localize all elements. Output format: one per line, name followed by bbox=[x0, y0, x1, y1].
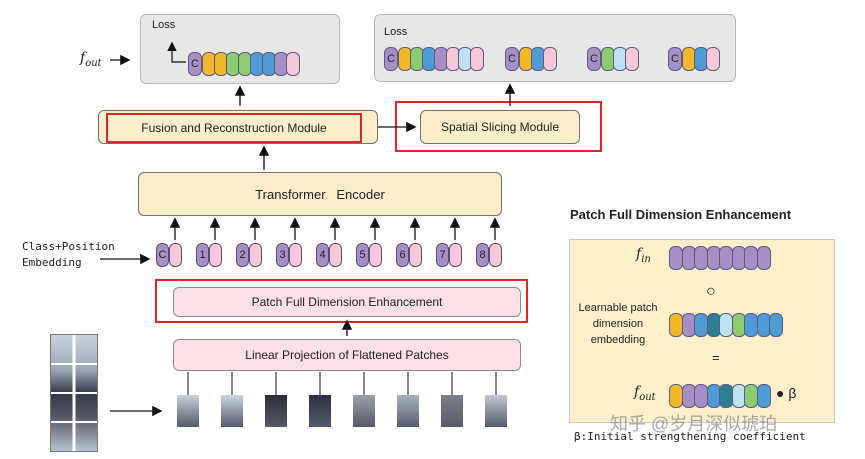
f-in-label: fin bbox=[636, 246, 651, 265]
image-patch bbox=[309, 395, 331, 427]
token-embedding bbox=[449, 243, 462, 267]
token-8: 8 bbox=[476, 243, 489, 267]
token-c: C bbox=[188, 52, 202, 76]
embedding-token bbox=[769, 313, 783, 337]
token-c: C bbox=[384, 47, 398, 71]
token-embedding bbox=[289, 243, 302, 267]
pedestrian-image-grid bbox=[50, 334, 98, 452]
loss-token bbox=[470, 47, 484, 71]
equals-sign: = bbox=[712, 350, 720, 365]
token-c: C bbox=[505, 47, 519, 71]
left-loss-label: Loss bbox=[152, 19, 176, 31]
image-patch bbox=[485, 395, 507, 427]
spatial-slicing-module: Spatial Slicing Module bbox=[420, 110, 580, 144]
f-out-left-label: fout bbox=[80, 50, 102, 69]
image-patch bbox=[221, 395, 243, 427]
right-loss-label: Loss bbox=[384, 26, 408, 38]
loss-token bbox=[625, 47, 639, 71]
f-in-token bbox=[756, 246, 771, 270]
loss-token bbox=[543, 47, 557, 71]
token-c: C bbox=[587, 47, 601, 71]
image-patch bbox=[353, 395, 375, 427]
beta-note: β:Initial strengthening coefficient bbox=[574, 430, 806, 443]
token-embedding bbox=[209, 243, 222, 267]
learnable-embedding-label: Learnable patch dimension embedding bbox=[578, 302, 658, 346]
patch-full-dimension-enhancement: Patch Full Dimension Enhancement bbox=[173, 287, 521, 317]
token-embedding bbox=[409, 243, 422, 267]
f-out-token bbox=[756, 384, 771, 408]
transformer-encoder: Transformer Encoder bbox=[138, 172, 502, 216]
token-C: C bbox=[156, 243, 169, 267]
token-4: 4 bbox=[316, 243, 329, 267]
image-patch bbox=[441, 395, 463, 427]
token-5: 5 bbox=[356, 243, 369, 267]
token-embedding bbox=[249, 243, 262, 267]
token-embedding bbox=[369, 243, 382, 267]
token-embedding bbox=[329, 243, 342, 267]
image-patch bbox=[265, 395, 287, 427]
token-embedding bbox=[169, 243, 182, 267]
token-3: 3 bbox=[276, 243, 289, 267]
loss-token bbox=[706, 47, 720, 71]
class-position-label: Class+Position Embedding bbox=[22, 240, 115, 269]
token-1: 1 bbox=[196, 243, 209, 267]
pfde-highlight-frame bbox=[155, 279, 528, 323]
token-6: 6 bbox=[396, 243, 409, 267]
image-patch bbox=[397, 395, 419, 427]
token-c: C bbox=[668, 47, 682, 71]
token-2: 2 bbox=[236, 243, 249, 267]
fusion-highlight-frame bbox=[106, 113, 362, 143]
linear-projection: Linear Projection of Flattened Patches bbox=[173, 339, 521, 371]
watermark: 知乎 @岁月深似琥珀 bbox=[610, 414, 778, 434]
f-out-panel-label: fout bbox=[634, 384, 656, 403]
pfde-panel-title: Patch Full Dimension Enhancement bbox=[570, 207, 792, 222]
token-embedding bbox=[489, 243, 502, 267]
fusion-reconstruction-module bbox=[98, 110, 378, 144]
loss-token bbox=[286, 52, 300, 76]
circle-operator: ○ bbox=[706, 283, 716, 300]
class-token-loss-arrow bbox=[167, 41, 186, 63]
fusion-module-label: Fusion and Reconstruction Module bbox=[141, 121, 327, 135]
token-7: 7 bbox=[436, 243, 449, 267]
image-patch bbox=[177, 395, 199, 427]
beta-symbol: ● β bbox=[776, 385, 797, 401]
